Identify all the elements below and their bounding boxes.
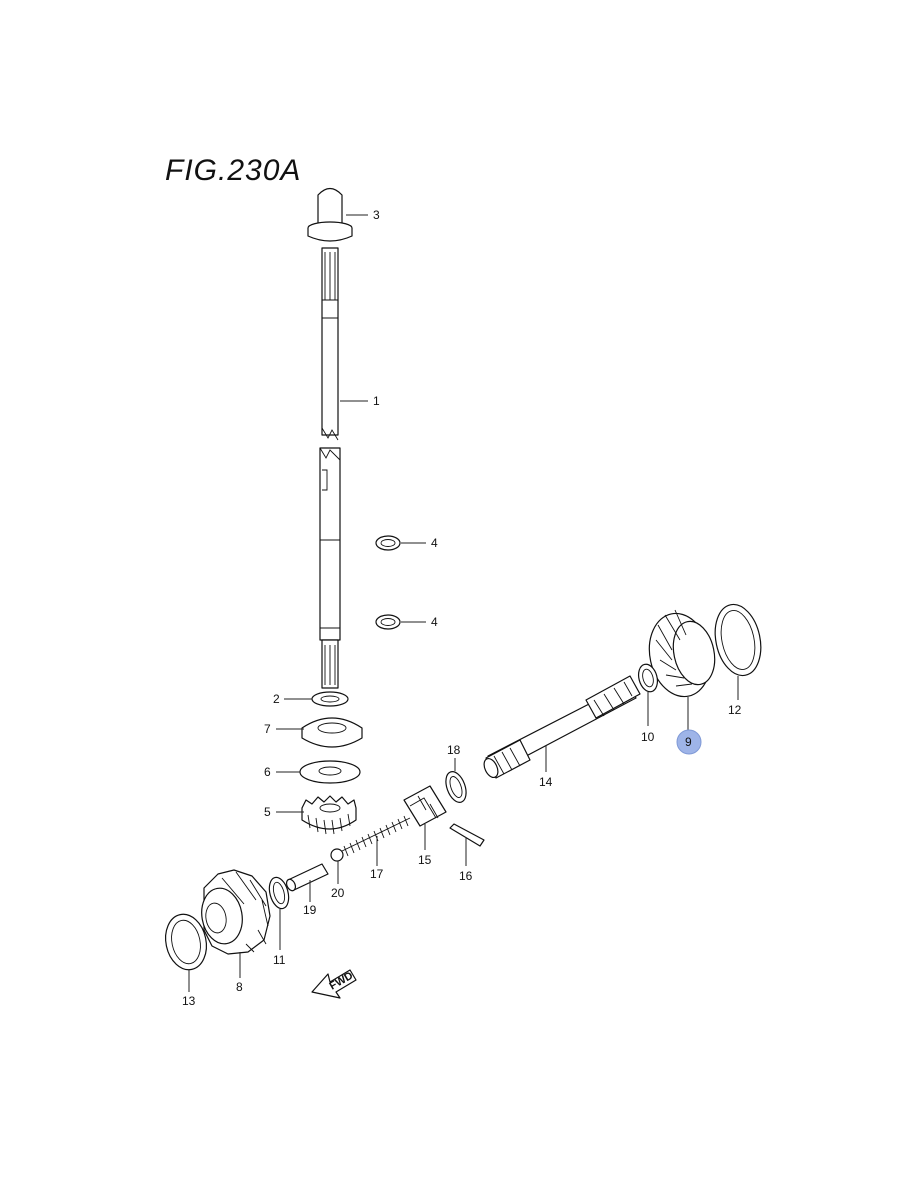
part-3-shaft-cap [307, 187, 353, 242]
part-15-clutch [403, 785, 447, 827]
part-10-washer [637, 663, 659, 693]
callout-15: 15 [418, 853, 432, 867]
callout-3: 3 [373, 208, 380, 222]
highlight-marker[interactable] [676, 729, 702, 755]
leader-lines [188, 214, 739, 992]
fwd-direction-arrow: FWD [311, 969, 357, 999]
part-7-thrust-washer [301, 717, 363, 748]
part-8-forward-gear [201, 869, 271, 955]
callout-2: 2 [273, 692, 280, 706]
figure-title: FIG.230A [165, 154, 301, 187]
part-6-washer [299, 760, 361, 784]
callout-16: 16 [459, 869, 473, 883]
callout-17: 17 [370, 867, 384, 881]
callout-1: 1 [373, 394, 380, 408]
callout-4-upper: 4 [431, 536, 438, 550]
callout-14: 14 [539, 775, 553, 789]
part-16-pin [449, 823, 485, 847]
part-4-shim-lower [375, 614, 401, 630]
part-19-push-rod [285, 863, 329, 892]
part-18-ring [445, 771, 467, 803]
part-1-drive-shaft [319, 247, 341, 689]
callout-10: 10 [641, 730, 655, 744]
callout-11: 11 [273, 953, 286, 967]
part-5-pinion-gear [301, 795, 357, 835]
callout-12: 12 [728, 703, 742, 717]
callout-13: 13 [182, 994, 196, 1008]
callout-19: 19 [303, 903, 317, 917]
callout-20: 20 [331, 886, 345, 900]
callout-labels: 3 1 4 4 2 7 6 5 12 9 10 14 18 15 16 17 2… [182, 208, 742, 1008]
part-14-propeller-shaft [483, 675, 641, 779]
part-20-ball [330, 848, 344, 862]
part-4-shim-upper [375, 535, 401, 551]
callout-6: 6 [264, 765, 271, 779]
part-11-washer [268, 876, 290, 910]
part-17-spring [339, 815, 411, 857]
callout-7: 7 [264, 722, 271, 736]
callout-8: 8 [236, 980, 243, 994]
callout-9: 9 [685, 735, 692, 749]
part-12-shim [714, 603, 762, 677]
callout-18: 18 [447, 743, 461, 757]
callout-5: 5 [264, 805, 271, 819]
callout-4-lower: 4 [431, 615, 438, 629]
part-2-washer [311, 691, 349, 707]
part-9-reverse-gear [648, 609, 716, 698]
part-13-shim [164, 913, 208, 971]
